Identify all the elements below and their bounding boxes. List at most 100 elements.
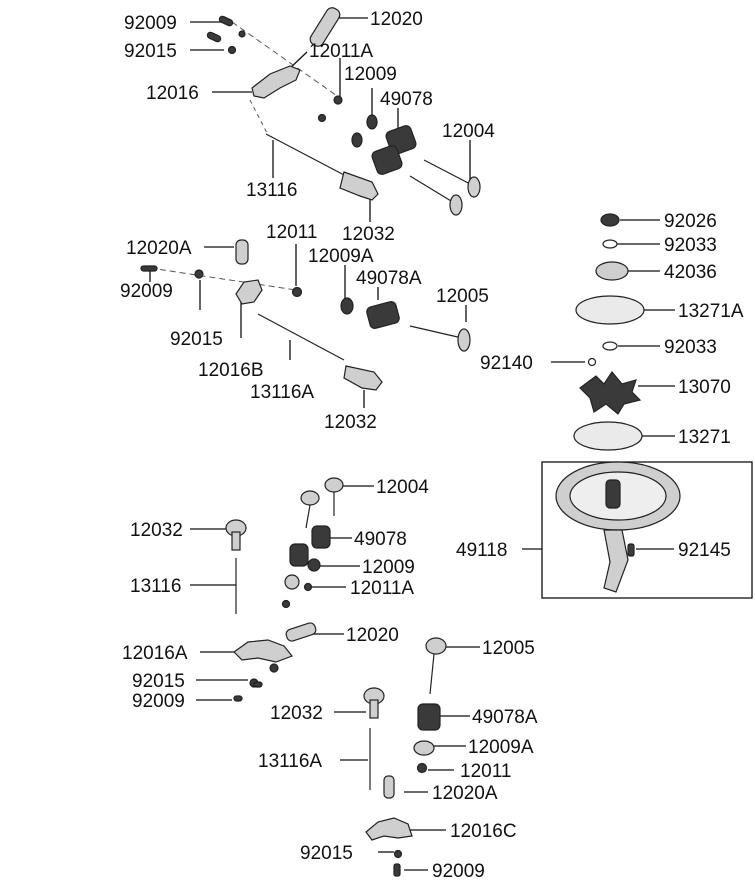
label-92140: 92140 [480,353,533,374]
lower-assembly [190,477,374,702]
bearing-92026 [600,213,620,227]
disc-13271A [575,295,645,325]
label-12004-a: 12004 [442,121,495,142]
ring-92015b [238,30,246,38]
label-13116-a: 13116 [246,180,297,201]
nut-12011A-low [303,582,313,592]
pin-92009-mid [140,265,158,272]
label-92009-d: 92009 [432,861,485,882]
washer-92033 [602,239,618,249]
tappet-12032-mid [343,365,383,391]
label-12009-b: 12009 [362,557,415,578]
label-92033-a: 92033 [664,235,717,256]
washer-92033-b [602,341,618,351]
nut-12011A-low-b [281,599,291,609]
nut-12011A [333,95,343,105]
ball-92140 [587,357,597,367]
label-92009-c: 92009 [132,691,185,712]
label-12032-a: 12032 [342,224,395,245]
shaft-12020 [309,7,341,47]
pushrod-13116A [257,313,345,361]
label-12011-a: 12011 [266,222,317,243]
retainer-12009b [351,132,363,148]
label-12011A-b: 12011A [350,578,414,599]
middle-assembly [140,239,597,408]
label-12009-a: 12009 [344,64,397,85]
rocker-12016 [251,65,301,99]
label-49078-b: 49078 [354,529,407,550]
rocker-12016C [365,817,413,841]
label-92033-b: 92033 [664,337,717,358]
label-12011A-a: 12011A [309,41,373,62]
label-92145: 92145 [678,540,731,561]
rocker-12016B [235,279,263,305]
retainer-12009-low-b [284,574,300,590]
tappet-12032-low [225,519,247,551]
pin-92009-low [233,681,263,702]
label-12011-b: 12011 [460,761,511,782]
label-13070: 13070 [678,377,731,398]
label-92009-a: 92009 [124,13,177,34]
valve-12004 [409,159,481,216]
spring-49078 [371,125,417,175]
label-12009A-b: 12009A [468,737,534,758]
label-49078A-b: 49078A [472,707,538,728]
camshaft-assembly [522,213,753,599]
shaft-12020A-low [383,775,395,799]
label-12020-a: 12020 [370,9,423,30]
pin-92009 [218,15,234,27]
label-49078A-a: 49078A [356,268,422,289]
tappet-12032 [339,171,379,201]
valve-12005-low [425,637,447,695]
label-13116-b: 13116 [130,576,181,597]
nut-12011A-b [317,113,327,123]
ring-92015-mid [194,269,204,279]
label-12004-b: 12004 [376,477,429,498]
lower-right-assembly [334,637,480,877]
nut-12011-low [416,762,428,774]
label-12020-b: 12020 [346,625,399,646]
label-12016A: 12016A [122,643,188,664]
label-12032-b: 12032 [324,412,377,433]
ring-92015 [227,45,237,55]
top-assembly [190,7,481,222]
retainer-12009 [366,114,378,130]
retainer-12009A-low [413,740,435,756]
valve-12004-low [300,477,344,529]
spider-13070 [579,370,642,415]
disc-13271 [573,421,643,451]
label-92015-a: 92015 [124,41,177,62]
label-12009A-a: 12009A [308,246,374,267]
pin-92009b [206,31,222,43]
valve-12005 [409,325,471,352]
label-49118: 49118 [456,540,507,561]
label-12020A-a: 12020A [126,238,192,259]
label-12032-c: 12032 [130,520,183,541]
label-92009-b: 92009 [120,281,173,302]
label-42036: 42036 [664,262,717,283]
label-12005-a: 12005 [436,286,489,307]
label-92026: 92026 [664,211,717,232]
pin-92009-low-b [393,863,401,877]
label-92015-c: 92015 [132,671,185,692]
shaft-12020-low [285,622,317,642]
label-92015-b: 92015 [170,329,223,350]
label-49078-a: 49078 [380,89,433,110]
spring-49078-low [311,525,331,549]
label-12005-b: 12005 [482,638,535,659]
label-92015-d: 92015 [300,843,353,864]
camshaft-box [541,461,753,599]
weight-42036 [595,261,629,281]
spring-49078-low-b [289,543,309,567]
pin-92145 [627,543,635,557]
label-12032-d: 12032 [270,703,323,724]
camshaft-49118 [555,461,681,593]
label-13271A: 13271A [678,301,744,322]
label-12016C: 12016C [450,821,517,842]
ring-92015-low-b [393,849,403,859]
shaft-12020A [235,239,249,265]
retainer-12009A [340,297,354,315]
spring-49078A-low [417,703,441,731]
label-13116A-a: 13116A [250,382,314,403]
